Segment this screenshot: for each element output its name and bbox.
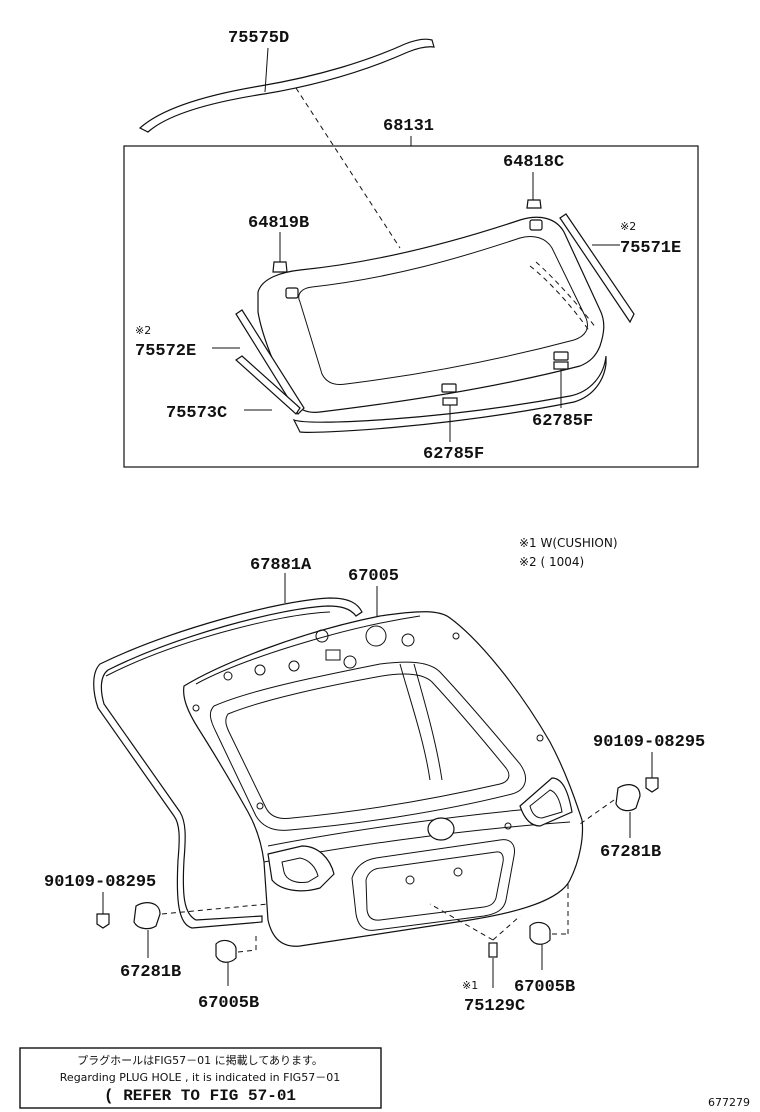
mark-2-left: ※2 (135, 324, 151, 337)
door-weatherstrip (93, 597, 363, 929)
label-67281B-right: 67281B (600, 843, 661, 862)
mark-2-right: ※2 (620, 220, 636, 233)
note-1: ※1 W(CUSHION) (519, 536, 618, 550)
spoiler-weatherstrip (138, 38, 435, 133)
license-plate-recess (351, 839, 515, 931)
mark-1: ※1 (462, 979, 478, 992)
label-62785F-right: 62785F (532, 412, 593, 431)
label-75571E: 75571E (620, 239, 681, 258)
emblem (427, 817, 455, 841)
cushion-67005B-left (215, 939, 237, 963)
label-67005B-right: 67005B (514, 978, 575, 997)
label-67281B-left: 67281B (120, 963, 181, 982)
label-67881A: 67881A (250, 556, 312, 575)
back-door-panel (183, 611, 584, 947)
footer-line-en: Regarding PLUG HOLE , it is indicated in… (60, 1071, 340, 1084)
side-moulding-right (559, 213, 635, 324)
label-75572E: 75572E (135, 342, 196, 361)
label-90109-right: 90109-08295 (593, 733, 705, 752)
label-67005: 67005 (348, 567, 399, 586)
label-68131: 68131 (383, 117, 434, 136)
label-90109-left: 90109-08295 (44, 873, 156, 892)
label-75575D: 75575D (228, 29, 289, 48)
label-75129C: 75129C (464, 997, 525, 1016)
notes: ※1 W(CUSHION) ※2 ( 1004) (519, 536, 618, 569)
footer-line-jp: プラグホールはFIG57－01 に掲載してあります。 (77, 1053, 323, 1067)
label-64819B: 64819B (248, 214, 309, 233)
cushion-67005B-right (529, 921, 551, 945)
note-2: ※2 ( 1004) (519, 555, 584, 569)
figure-id: 677279 (708, 1096, 750, 1109)
stop-67281B-left (133, 902, 161, 930)
label-64818C: 64818C (503, 153, 564, 172)
label-67005B-left: 67005B (198, 994, 259, 1013)
cushion-75129C (488, 942, 498, 958)
back-door-section: 67881A (44, 556, 705, 1016)
label-75573C: 75573C (166, 404, 227, 423)
stop-67281B-right (615, 784, 641, 812)
glass-assembly-section: 75575D 68131 64818C 64819B ※2 75571E (123, 29, 699, 468)
side-moulding-left (235, 309, 305, 415)
footer-reference[interactable]: ( REFER TO FIG 57-01 (104, 1087, 296, 1105)
label-62785F-bottom: 62785F (423, 445, 484, 464)
back-glass (257, 216, 605, 413)
lower-moulding (235, 355, 301, 415)
footer-reference-box: プラグホールはFIG57－01 に掲載してあります。 Regarding PLU… (19, 1047, 382, 1109)
